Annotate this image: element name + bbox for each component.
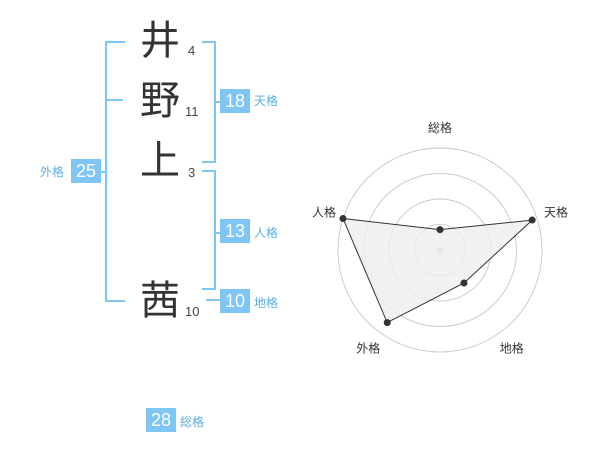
gaikaku-value: 25 xyxy=(71,159,101,183)
jinkaku-bracket-stub xyxy=(216,232,222,234)
soukaku-label: 総格 xyxy=(180,415,205,429)
tenkaku-bracket-stub xyxy=(216,101,222,103)
radar-point-2 xyxy=(460,279,468,287)
surname-strokes-2: 11 xyxy=(185,104,199,119)
surname-strokes-1: 4 xyxy=(188,43,196,58)
jinkaku-bracket xyxy=(202,170,216,290)
surname-char-2: 野 xyxy=(140,78,180,124)
radar-ring-4 xyxy=(337,147,543,353)
radar-point-3 xyxy=(383,319,391,327)
given-strokes-1: 10 xyxy=(185,304,200,319)
tenkaku-bracket xyxy=(202,41,216,163)
radar-axis-label-2: 地格 xyxy=(500,341,524,356)
chikaku-label: 地格 xyxy=(254,296,279,310)
radar-axis-label-4: 人格 xyxy=(312,204,336,219)
tenkaku-value: 18 xyxy=(220,89,250,113)
chikaku-bracket-stub xyxy=(206,299,222,301)
tenkaku-label: 天格 xyxy=(254,94,279,108)
radar-axis-label-0: 総格 xyxy=(428,120,452,135)
gaikaku-label: 外格 xyxy=(40,165,65,179)
chikaku-value: 10 xyxy=(220,289,250,313)
surname-char-1: 井 xyxy=(140,18,180,64)
radar-point-4 xyxy=(339,214,347,222)
radar-point-0 xyxy=(436,226,444,234)
given-char-1: 茜 xyxy=(140,278,180,324)
radar-shape xyxy=(342,217,534,324)
soukaku-value: 28 xyxy=(146,408,176,432)
jinkaku-label: 人格 xyxy=(254,226,279,240)
radar-axis-label-3: 外格 xyxy=(356,341,380,356)
radar-axis-label-1: 天格 xyxy=(544,204,568,219)
gaikaku-bracket-stub-outer xyxy=(99,171,105,173)
jinkaku-value: 13 xyxy=(220,219,250,243)
surname-strokes-3: 3 xyxy=(188,165,196,180)
gaikaku-bracket xyxy=(105,41,125,302)
surname-char-3: 上 xyxy=(140,138,180,184)
gaikaku-bracket-stub-mid xyxy=(105,99,123,101)
radar-point-1 xyxy=(528,216,536,224)
